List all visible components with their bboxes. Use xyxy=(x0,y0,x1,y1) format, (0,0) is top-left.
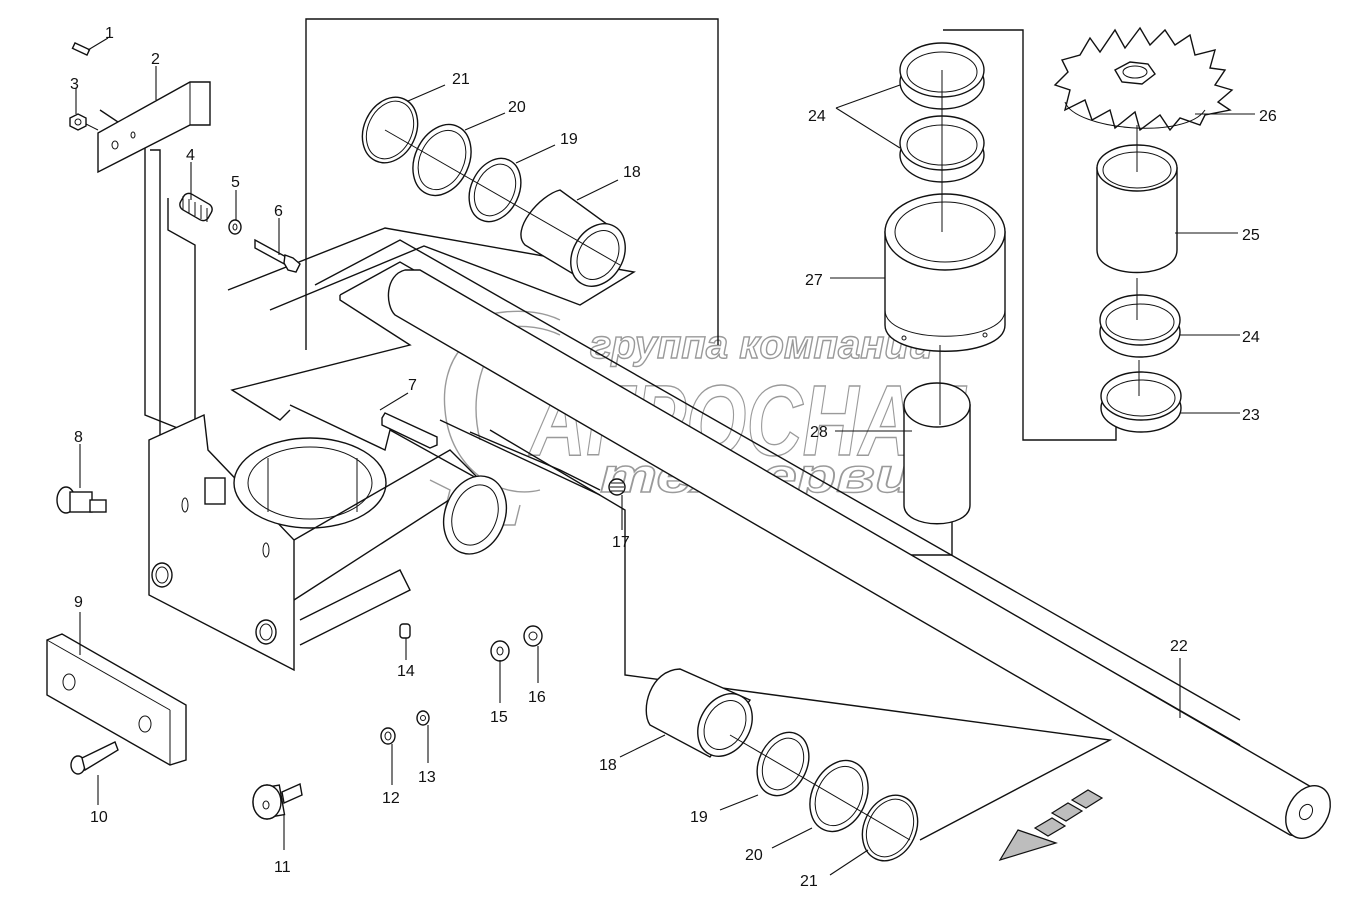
watermark-line1: группа компаний xyxy=(590,323,933,367)
callout-12: 12 xyxy=(382,790,400,807)
callout-7: 7 xyxy=(408,377,417,394)
part-lock-washer xyxy=(380,727,396,745)
part-block xyxy=(46,633,187,766)
callout-9: 9 xyxy=(74,594,83,611)
callout-16: 16 xyxy=(528,689,546,706)
callout-2: 2 xyxy=(151,51,160,68)
part-shaft xyxy=(387,269,1331,839)
part-spacer-ring-top xyxy=(468,157,522,223)
part-bolt xyxy=(254,238,301,273)
callout-13: 13 xyxy=(418,769,436,786)
part-spring xyxy=(179,192,213,222)
callout-6: 6 xyxy=(274,203,283,220)
direction-arrow-icon xyxy=(998,789,1104,862)
part-seal-ring-23 xyxy=(1100,371,1182,433)
callout-21-bottom: 21 xyxy=(800,873,818,890)
callout-24-right: 24 xyxy=(1242,329,1260,346)
callout-17: 17 xyxy=(612,534,630,551)
part-latch xyxy=(381,412,438,449)
part-housing-cup xyxy=(884,193,1006,352)
callout-28: 28 xyxy=(810,424,828,441)
part-seal-ring-24-right xyxy=(1099,294,1181,358)
callout-5: 5 xyxy=(231,174,240,191)
callout-15: 15 xyxy=(490,709,508,726)
callout-22: 22 xyxy=(1170,638,1188,655)
part-nut xyxy=(69,113,99,131)
callout-26: 26 xyxy=(1259,108,1277,125)
part-hex-nut xyxy=(523,625,543,647)
callout-14: 14 xyxy=(397,663,415,680)
callout-18-top: 18 xyxy=(623,164,641,181)
part-knurled-knob xyxy=(56,486,107,514)
callout-18-bottom: 18 xyxy=(599,757,617,774)
callout-21-top: 21 xyxy=(452,71,470,88)
part-cylinder-28 xyxy=(903,382,971,525)
part-washer xyxy=(228,219,242,235)
part-spacer-ring-bottom xyxy=(756,731,810,797)
part-bushing-top xyxy=(520,189,626,287)
part-pin xyxy=(71,41,91,57)
part-small-nut xyxy=(416,710,430,726)
part-toothed-gear xyxy=(1053,26,1234,132)
callout-20-bottom: 20 xyxy=(745,847,763,864)
callout-19-top: 19 xyxy=(560,131,578,148)
callout-19-bottom: 19 xyxy=(690,809,708,826)
part-bushing-bottom xyxy=(645,668,753,758)
callout-1: 1 xyxy=(105,25,114,42)
callout-8: 8 xyxy=(74,429,83,446)
callout-23: 23 xyxy=(1242,407,1260,424)
part-bracket xyxy=(97,81,211,174)
callout-4: 4 xyxy=(186,147,195,164)
part-snap-ring-top xyxy=(361,96,419,164)
part-screw xyxy=(70,741,119,775)
callout-27: 27 xyxy=(805,272,823,289)
callout-3: 3 xyxy=(70,76,79,93)
callout-24-left: 24 xyxy=(808,108,826,125)
part-housing xyxy=(148,413,508,672)
leader-lines xyxy=(75,37,1255,876)
callout-10: 10 xyxy=(90,809,108,826)
callout-25: 25 xyxy=(1242,227,1260,244)
part-flat-washer xyxy=(490,640,510,662)
callout-labels: 1 2 3 4 5 6 7 8 9 10 11 12 13 14 15 16 1… xyxy=(70,25,1277,890)
part-knob xyxy=(252,782,303,820)
part-grease-fitting xyxy=(608,478,626,496)
part-fitting-small xyxy=(399,623,411,639)
part-sleeve-25 xyxy=(1096,144,1178,274)
callout-11: 11 xyxy=(274,859,291,876)
callout-20-top: 20 xyxy=(508,99,526,116)
